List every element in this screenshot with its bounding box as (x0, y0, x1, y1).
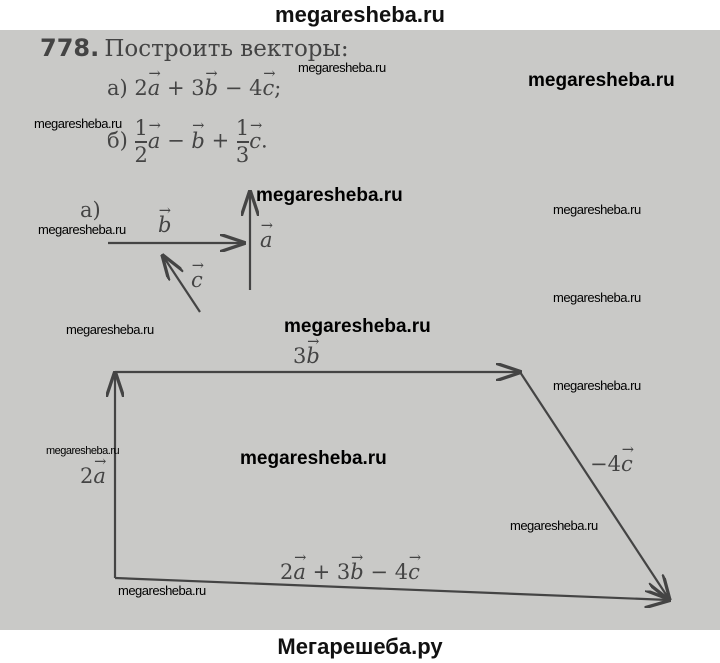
numerator: 1 (235, 116, 250, 140)
denominator: 3 (235, 143, 250, 167)
label-vector-a: a (260, 217, 273, 252)
watermark: megaresheba.ru (510, 518, 598, 533)
watermark: megaresheba.ru (528, 70, 675, 91)
problem-heading: 778. Построить векторы: (40, 34, 349, 62)
operator: − (224, 76, 243, 100)
watermark: megaresheba.ru (256, 185, 403, 206)
vector-symbol: c (249, 117, 262, 152)
site-header: megaresheba.ru (0, 0, 720, 30)
formula-b: б) 12a − b + 13c. (107, 117, 268, 166)
watermark: megaresheba.ru (240, 448, 387, 469)
watermark: megaresheba.ru (298, 60, 386, 75)
watermark: megaresheba.ru (553, 290, 641, 305)
coef: 2 (134, 76, 148, 100)
watermark: megaresheba.ru (118, 583, 206, 598)
watermark: megaresheba.ru (284, 316, 431, 337)
textbook-page: 778. Построить векторы: а) 2a + 3b − 4c;… (0, 30, 720, 630)
vector-symbol: c (262, 65, 275, 100)
formula-a: а) 2a + 3b − 4c; (107, 65, 282, 100)
problem-title: Построить векторы: (104, 36, 349, 62)
label-2a: 2a (80, 453, 106, 488)
vector-symbol: b (191, 117, 205, 152)
numerator: 1 (134, 116, 148, 140)
vector-drawing (0, 30, 720, 630)
coef: 4 (249, 76, 263, 100)
part-label: а) (107, 76, 128, 100)
vector-symbol: a (148, 65, 161, 100)
vector-symbol: b (205, 65, 219, 100)
watermark: megaresheba.ru (34, 116, 122, 131)
label-minus4c: −4c (590, 441, 634, 476)
label-vector-c: c (191, 257, 204, 292)
watermark: megaresheba.ru (553, 202, 641, 217)
problem-number: 778. (40, 34, 100, 62)
denominator: 2 (134, 143, 148, 167)
part-label: б) (107, 128, 128, 153)
operator: − (167, 128, 185, 153)
watermark: megaresheba.ru (46, 445, 120, 457)
punct: . (261, 128, 268, 153)
label-3b: 3b (293, 333, 320, 368)
vector-symbol: a (148, 117, 161, 152)
operator: + (167, 76, 185, 100)
watermark: megaresheba.ru (38, 222, 126, 237)
label-vector-b: b (158, 202, 172, 237)
punct: ; (274, 76, 282, 100)
watermark: megaresheba.ru (553, 378, 641, 393)
vector-result-line (114, 576, 669, 600)
operator: + (211, 128, 230, 153)
figure-label: а) (80, 198, 101, 222)
watermark: megaresheba.ru (66, 322, 154, 337)
vector-minus4c-line (519, 371, 669, 599)
label-result: 2a + 3b − 4c (280, 549, 421, 584)
site-footer: Мегарешеба.ру (0, 630, 720, 663)
coef: 3 (191, 76, 205, 100)
vector-c-line (163, 256, 201, 313)
